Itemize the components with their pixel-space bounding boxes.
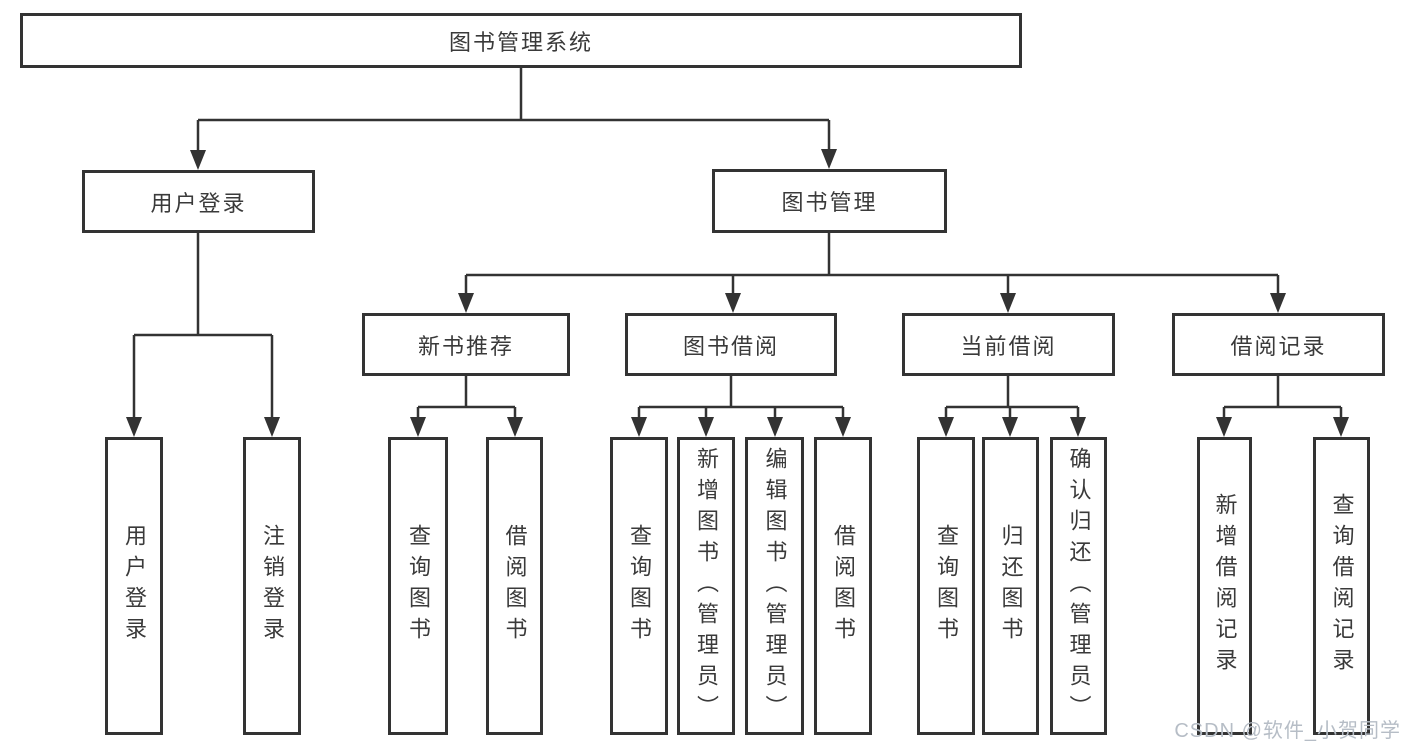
leaf-user-login: 用户登录: [105, 437, 163, 735]
node-new-book-recommend: 新书推荐: [362, 313, 570, 376]
leaf-borrow-book-recommend: 借阅图书: [486, 437, 543, 735]
leaf-logout-label: 注销登录: [260, 524, 285, 648]
node-book-borrow-label: 图书借阅: [682, 333, 779, 359]
leaf-query-book-borrow: 查询图书: [610, 437, 668, 735]
leaf-query-borrow-record: 查询借阅记录: [1313, 437, 1370, 735]
leaf-edit-book-admin-label: 编辑图书（管理员）: [762, 446, 788, 726]
leaf-borrow-book-label: 借阅图书: [831, 524, 856, 648]
node-book-borrow: 图书借阅: [625, 313, 837, 376]
leaf-query-book-current: 查询图书: [917, 437, 975, 735]
leaf-query-borrow-record-label: 查询借阅记录: [1329, 493, 1355, 679]
leaf-return-book: 归还图书: [982, 437, 1039, 735]
node-borrow-records-label: 借阅记录: [1230, 333, 1327, 359]
leaf-edit-book-admin: 编辑图书（管理员）: [745, 437, 804, 735]
leaf-query-book-current-label: 查询图书: [934, 524, 959, 648]
leaf-borrow-book-recommend-label: 借阅图书: [502, 524, 528, 648]
leaf-add-borrow-record-label: 新增借阅记录: [1212, 493, 1238, 679]
node-user-login: 用户登录: [82, 170, 315, 233]
node-borrow-records: 借阅记录: [1172, 313, 1385, 376]
node-user-login-label: 用户登录: [150, 190, 247, 216]
node-current-borrow: 当前借阅: [902, 313, 1115, 376]
leaf-query-book-borrow-label: 查询图书: [627, 524, 652, 648]
leaf-borrow-book: 借阅图书: [814, 437, 872, 735]
leaf-add-book-admin-label: 新增图书（管理员）: [694, 446, 719, 726]
leaf-logout: 注销登录: [243, 437, 301, 735]
leaf-query-book-recommend: 查询图书: [388, 437, 448, 735]
node-new-book-recommend-label: 新书推荐: [417, 333, 514, 359]
arrowhead-icons: [126, 149, 1349, 437]
leaf-add-book-admin: 新增图书（管理员）: [677, 437, 735, 735]
leaf-confirm-return-admin: 确认归还（管理员）: [1050, 437, 1107, 735]
leaf-confirm-return-admin-label: 确认归还（管理员）: [1066, 446, 1092, 726]
node-book-management: 图书管理: [712, 169, 947, 233]
leaf-query-book-recommend-label: 查询图书: [406, 524, 431, 648]
leaf-add-borrow-record: 新增借阅记录: [1197, 437, 1252, 735]
watermark: CSDN @软件_小贺同学: [1174, 720, 1401, 742]
node-book-management-label: 图书管理: [781, 190, 878, 215]
leaf-return-book-label: 归还图书: [998, 524, 1024, 648]
leaf-user-login-label: 用户登录: [122, 524, 147, 648]
node-root-system: 图书管理系统: [20, 13, 1022, 68]
node-root-label: 图书管理系统: [448, 29, 593, 55]
node-current-borrow-label: 当前借阅: [960, 333, 1057, 359]
